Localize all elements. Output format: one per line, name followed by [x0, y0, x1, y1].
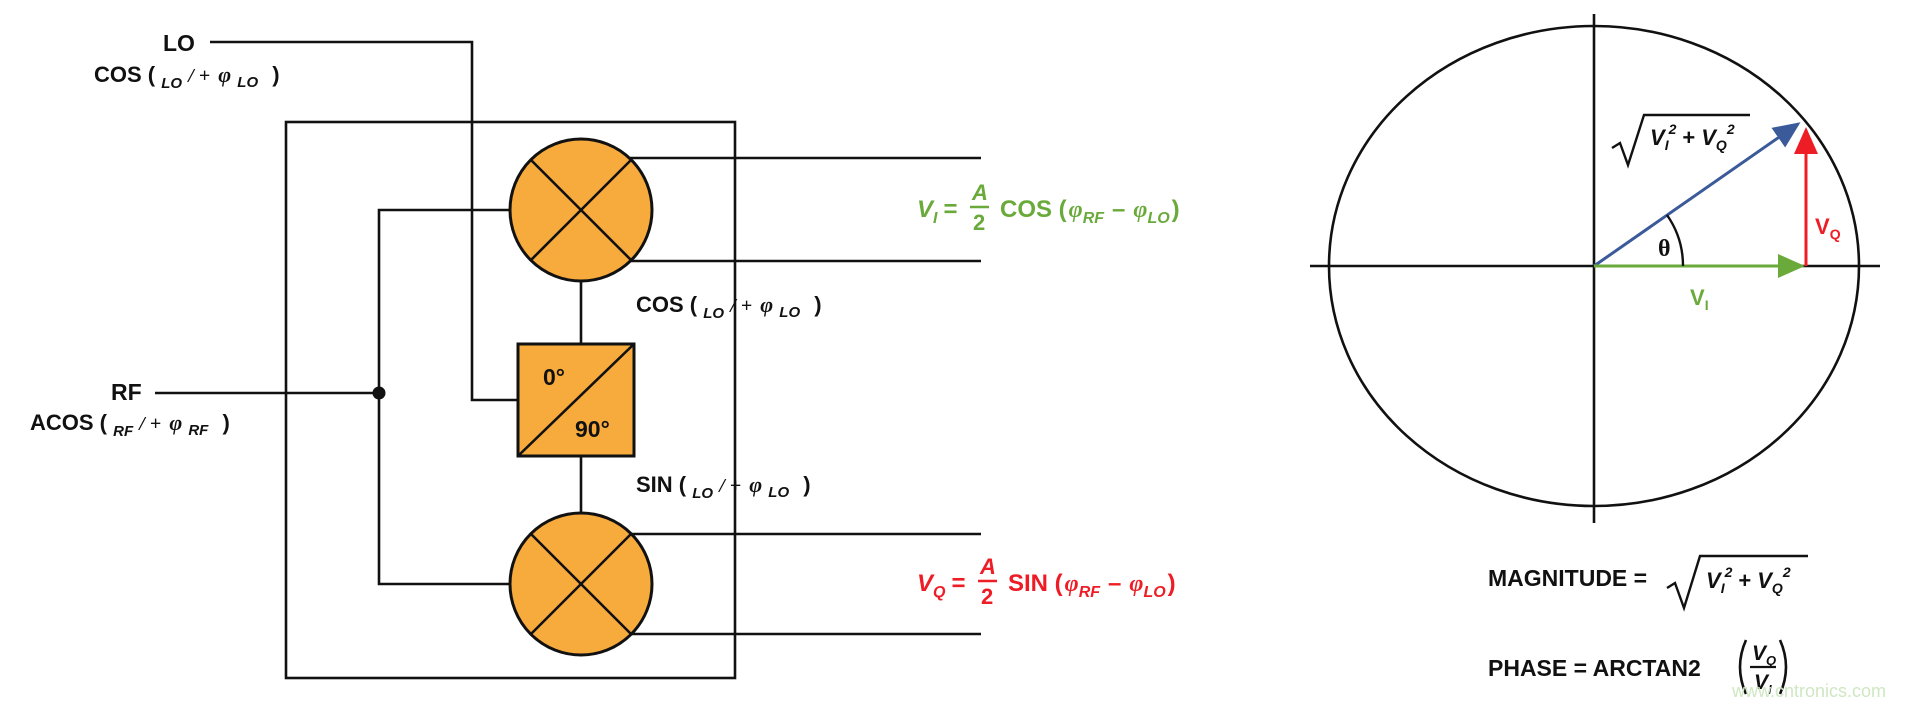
magnitude-vector-arrow	[1593, 122, 1801, 268]
svg-text:PHASE = ARCTAN2: PHASE = ARCTAN2	[1488, 655, 1701, 681]
rf-acos-label: ACOS ( RF / + φ RF )	[30, 410, 230, 441]
splitter-90-label: 90°	[575, 416, 610, 442]
svg-text:A: A	[971, 180, 988, 205]
watermark-text: www.cntronics.com	[1731, 681, 1886, 701]
svg-text:VQ: VQ	[1752, 642, 1776, 668]
phase-formula: PHASE = ARCTAN2 VQ VI	[1488, 639, 1788, 697]
lo-label: LO	[163, 30, 195, 56]
svg-text:VQ=: VQ=	[917, 570, 965, 601]
cos-lo-label: COS ( LO / + φ LO )	[636, 292, 822, 323]
rf-split-wire	[377, 208, 510, 586]
theta-arc	[1666, 214, 1685, 267]
magnitude-formula: MAGNITUDE = VI2+VQ2	[1488, 554, 1808, 612]
svg-text:SIN (φRF–φLO): SIN (φRF–φLO)	[1008, 570, 1176, 601]
phase-splitter: 0° 90°	[516, 342, 636, 458]
lo-cos-label: COS ( LO / + φ LO )	[94, 62, 280, 93]
phasor-diagram: θ VI2+VQ2 VQ VI MAGNITUDE = VI2+VQ2 PHAS…	[1310, 14, 1880, 697]
sin-lo-label: SIN ( LO / + φ LO )	[636, 472, 811, 503]
splitter-0-label: 0°	[543, 364, 565, 390]
vq-label: VQ	[1815, 214, 1841, 242]
rf-label: RF	[111, 379, 142, 405]
rf-junction-dot	[372, 386, 386, 400]
svg-text:2: 2	[973, 210, 985, 235]
lo-wire	[210, 40, 518, 402]
svg-text:VI2+VQ2: VI2+VQ2	[1650, 121, 1735, 153]
vector-magnitude-label: VI2+VQ2	[1611, 113, 1750, 169]
enclosure-box	[284, 120, 737, 680]
svg-text:2: 2	[981, 584, 993, 609]
bottom-mixer	[508, 511, 654, 657]
svg-text:VI2+VQ2: VI2+VQ2	[1706, 564, 1791, 596]
svg-text:MAGNITUDE =: MAGNITUDE =	[1488, 565, 1647, 591]
theta-label: θ	[1658, 236, 1671, 262]
svg-text:VI=: VI=	[917, 196, 957, 227]
vq-equation: VQ= A 2 SIN (φRF–φLO)	[917, 554, 1176, 609]
vi-equation: VI= A 2 COS (φRF–φLO)	[917, 180, 1180, 235]
block-diagram: 0° 90° LO COS ( LO / + φ LO ) RF ACOS ( …	[30, 30, 1180, 680]
vi-label: VI	[1690, 285, 1709, 313]
svg-text:VI: VI	[1754, 671, 1772, 697]
svg-text:COS (φRF–φLO): COS (φRF–φLO)	[1000, 196, 1180, 227]
top-mixer	[508, 137, 654, 283]
svg-text:A: A	[979, 554, 996, 579]
